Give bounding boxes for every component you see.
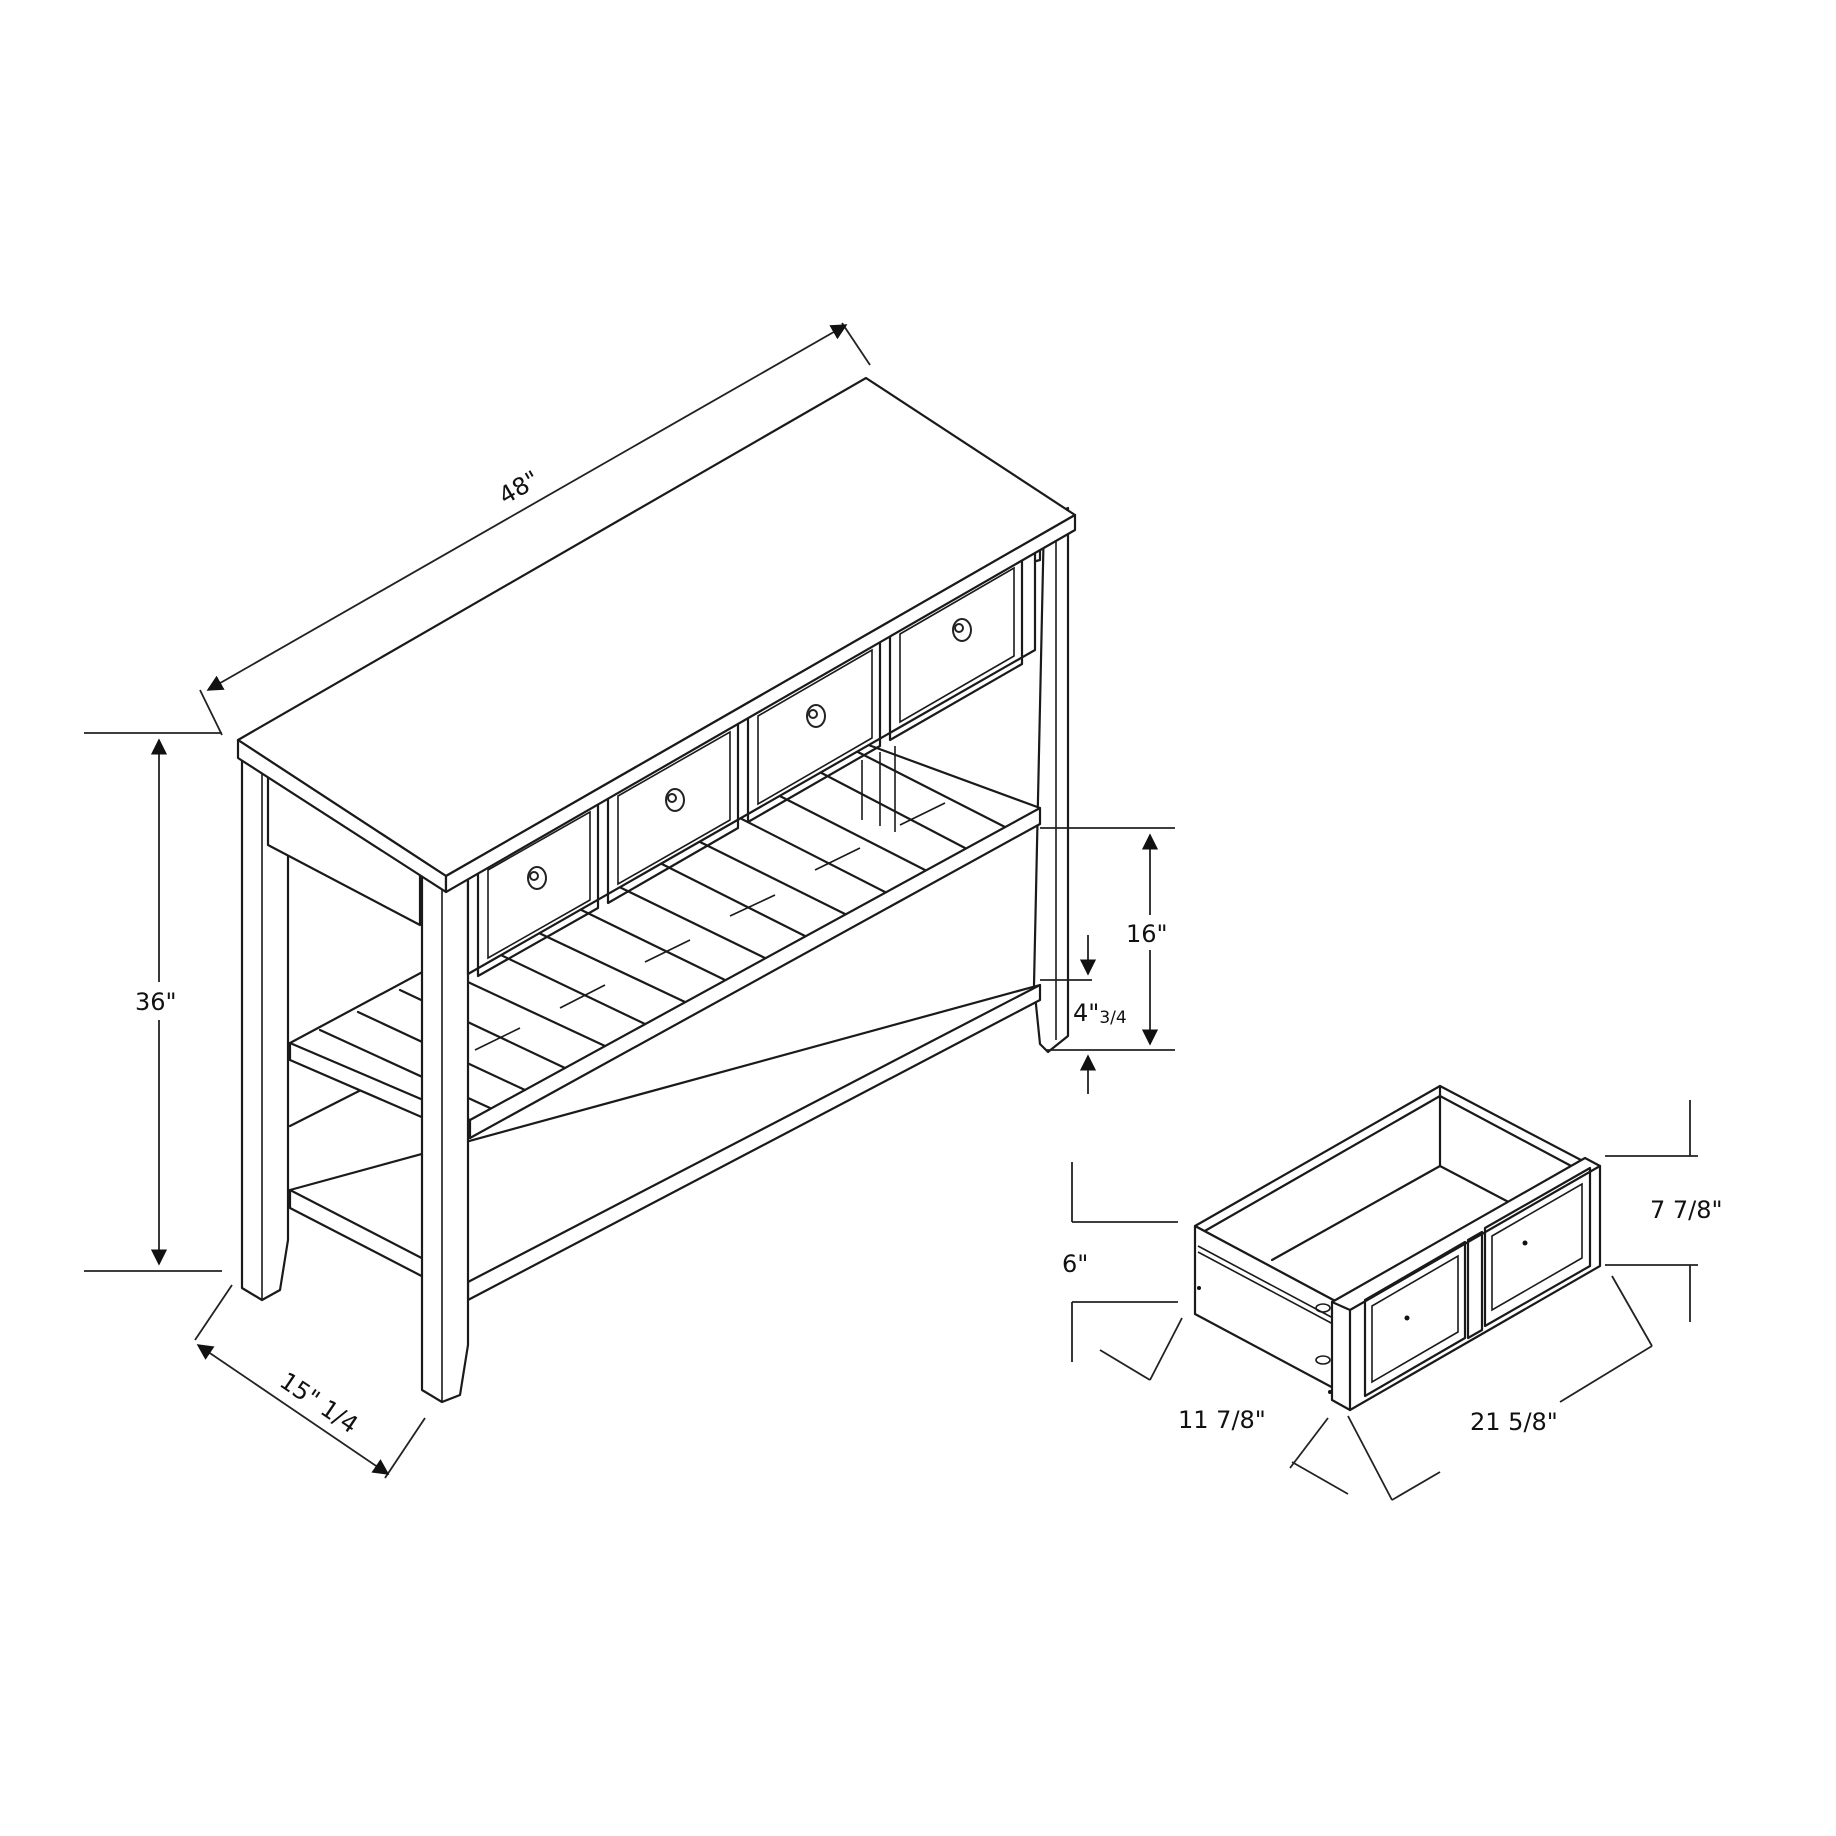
dimension-drawer-front-height: 7 7/8" [1605,1100,1723,1322]
drawer-side-height-label: 6" [1062,1250,1088,1278]
dimension-drawer-depth: 11 7/8" [1099,1317,1349,1495]
depth-label: 15" 1/4 [275,1367,363,1439]
drawer-depth-label: 11 7/8" [1178,1406,1266,1434]
console-table [236,376,1077,1404]
front-right-leg [420,870,470,1404]
height-label: 36" [135,988,177,1016]
shelf-spacing-label: 16" [1126,920,1168,948]
dimension-drawer-width: 21 5/8" [1347,1275,1653,1501]
dimension-shelf-spacing: 16" [1040,827,1175,1051]
dimension-depth: 15" 1/4 [194,1284,426,1479]
drawer-front-height-label: 7 7/8" [1650,1196,1723,1224]
bottom-clearance-label: 4"3/4 [1073,999,1127,1028]
width-label: 48" [494,465,544,510]
dimension-bottom-clearance: 4"3/4 [1040,935,1127,1094]
detached-drawer [1193,1084,1602,1412]
back-right-leg [1032,506,1070,1054]
dimension-drawer-side-height: 6" [1062,1162,1178,1362]
dimension-height: 36" [84,732,222,1272]
drawer-width-label: 21 5/8" [1470,1408,1558,1436]
